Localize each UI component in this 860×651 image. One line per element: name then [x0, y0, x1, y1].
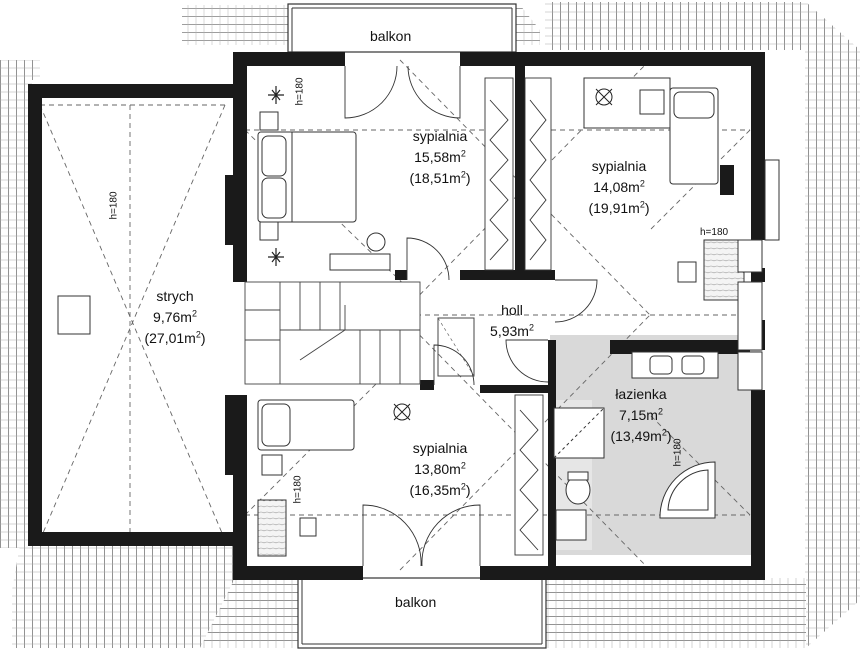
- room-name: holl: [501, 302, 523, 318]
- staircase: [244, 281, 421, 385]
- balcony-label-top: balkon: [370, 28, 412, 44]
- room-area: 9,76m2: [153, 308, 197, 325]
- room-name: sypialnia: [412, 128, 468, 144]
- height-mark-bedroom-1: h=180: [294, 77, 306, 106]
- room-name: sypialnia: [591, 158, 647, 174]
- balcony-bottom: [297, 577, 547, 649]
- room-label-holl: holl 5,93m2: [476, 300, 548, 342]
- height-mark-bedroom-3: h=180: [292, 475, 304, 504]
- balcony-label-bottom: balkon: [395, 594, 437, 610]
- height-mark-bathroom: h=180: [672, 438, 684, 467]
- bed-3: [257, 399, 355, 451]
- walls: [28, 52, 765, 580]
- room-area: 13,80m2: [414, 460, 466, 477]
- room-area: 15,58m2: [414, 148, 466, 165]
- desk: [703, 239, 745, 301]
- doors: [344, 65, 598, 567]
- plant-icon: [268, 86, 284, 266]
- room-name: łazienka: [615, 386, 667, 402]
- room-label-sypialnia-3: sypialnia 13,80m2 (16,35m2): [395, 438, 485, 501]
- room-label-strych: strych 9,76m2 (27,01m2): [130, 286, 220, 349]
- attic-hatch: [437, 317, 475, 377]
- bed-1: [257, 131, 357, 223]
- plant-icon-2: [595, 88, 613, 106]
- room-name: sypialnia: [412, 440, 468, 456]
- room-area: 7,15m2: [619, 406, 663, 423]
- room-total-area: (27,01m2): [144, 329, 206, 346]
- windows: [737, 159, 780, 391]
- wardrobe: [484, 77, 552, 271]
- bathroom-fixtures: [553, 351, 719, 541]
- height-mark-attic: h=180: [108, 191, 120, 220]
- room-total-area: (16,35m2): [409, 481, 471, 498]
- height-mark-bedroom-2: h=180: [700, 227, 729, 238]
- room-area: 14,08m2: [593, 178, 645, 195]
- room-label-lazienka: łazienka 7,15m2 (13,49m2): [600, 384, 682, 447]
- room-label-sypialnia-1: sypialnia 15,58m2 (18,51m2): [395, 126, 485, 189]
- room-total-area: (18,51m2): [409, 169, 471, 186]
- room-area: 5,93m2: [490, 322, 534, 339]
- wardrobe-2: [514, 394, 544, 556]
- room-total-area: (19,91m2): [588, 199, 650, 216]
- desk-2: [257, 499, 287, 557]
- room-name: strych: [156, 288, 194, 304]
- chimney: [57, 295, 91, 335]
- room-total-area: (13,49m2): [610, 427, 672, 444]
- balcony-top: [287, 3, 517, 53]
- room-label-sypialnia-2: sypialnia 14,08m2 (19,91m2): [573, 156, 665, 219]
- plant-icon-3: [393, 403, 411, 421]
